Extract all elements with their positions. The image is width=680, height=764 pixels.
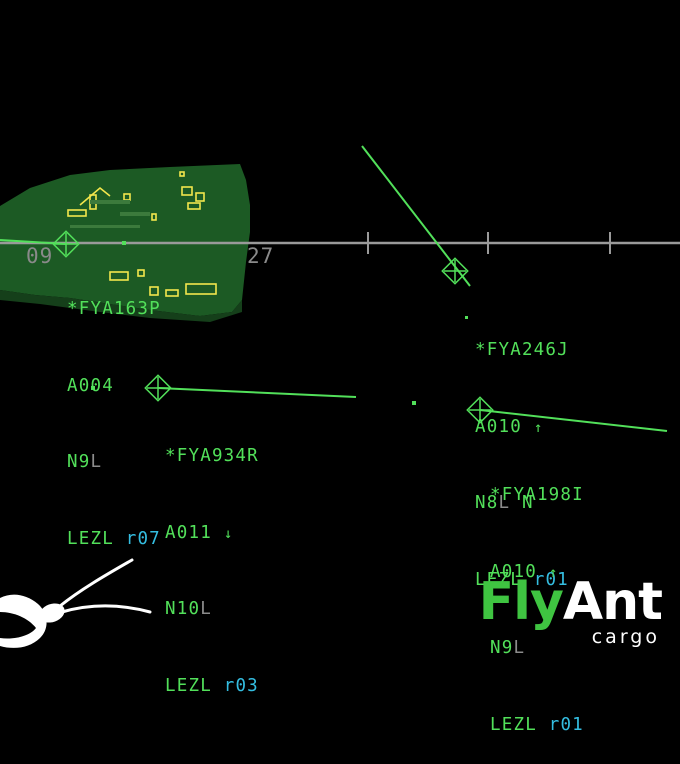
speed-extra: N <box>510 493 534 513</box>
destination-label: LEZL <box>165 675 212 696</box>
speed-suffix: L <box>513 638 526 658</box>
route-label: r03 <box>223 675 259 696</box>
runway-label-09: 09 <box>26 244 54 268</box>
speed-suffix: L <box>90 452 103 472</box>
callsign-label: *FYA198I <box>490 485 584 505</box>
track-vector-fya198i <box>479 409 668 432</box>
speed-suffix: L <box>498 493 511 513</box>
target-symbol-fya163p[interactable] <box>52 230 80 258</box>
brand-name-ant: Ant <box>562 572 663 632</box>
speed-suffix: L <box>200 599 212 619</box>
data-block-fya163p[interactable]: *FYA163P A004 N9L LEZL r07 <box>67 246 161 578</box>
callsign-label: *FYA163P <box>67 299 161 319</box>
callsign-label: *FYA934R <box>165 446 259 466</box>
radar-scope <box>0 145 680 648</box>
brand-logo: FlyAnt cargo <box>478 572 663 648</box>
runway-range-ticks <box>367 232 611 254</box>
route-label: r01 <box>548 714 584 735</box>
brand-name-fly: Fly <box>478 572 564 632</box>
route-label: r01 <box>533 569 569 590</box>
airport-map <box>0 164 250 316</box>
target-symbol-fya198i[interactable] <box>466 396 494 424</box>
speed-label: N9 <box>490 638 514 658</box>
target-symbol-fya934r[interactable] <box>144 374 172 402</box>
runway-label-27: 27 <box>247 244 275 268</box>
airport-map-edge <box>0 290 242 322</box>
data-block-fya246j[interactable]: *FYA246J A010 ↑ N8L N LEZL r01 <box>475 287 569 619</box>
speed-label: N9 <box>67 452 91 472</box>
trend-arrow-icon: ↑ <box>548 564 559 581</box>
altitude-label: A010 <box>475 416 522 437</box>
target-symbol-fya246j[interactable] <box>441 257 469 285</box>
ant-logo-icon <box>0 558 152 648</box>
brand-tagline: cargo <box>591 626 660 648</box>
altitude-label: A011 <box>165 522 212 543</box>
track-vector-fya246j <box>361 145 471 287</box>
altitude-label: A004 <box>67 375 114 396</box>
callsign-label: *FYA246J <box>475 340 569 360</box>
altitude-label: A010 <box>490 561 537 582</box>
destination-label: LEZL <box>475 569 522 590</box>
track-history-dots <box>91 241 468 405</box>
track-vector-fya934r <box>157 387 357 398</box>
trend-arrow-icon: ↑ <box>533 419 544 436</box>
route-label: r07 <box>125 528 161 549</box>
destination-label: LEZL <box>67 528 114 549</box>
airport-buildings <box>67 171 217 297</box>
airport-taxiways <box>70 200 150 228</box>
speed-label: N10 <box>165 599 201 619</box>
speed-label: N8 <box>475 493 499 513</box>
data-block-fya934r[interactable]: *FYA934R A011 ↓ N10L LEZL r03 <box>165 393 259 725</box>
destination-label: LEZL <box>490 714 537 735</box>
trend-arrow-icon: ↓ <box>223 525 234 542</box>
brand-name: FlyAnt <box>478 572 663 632</box>
